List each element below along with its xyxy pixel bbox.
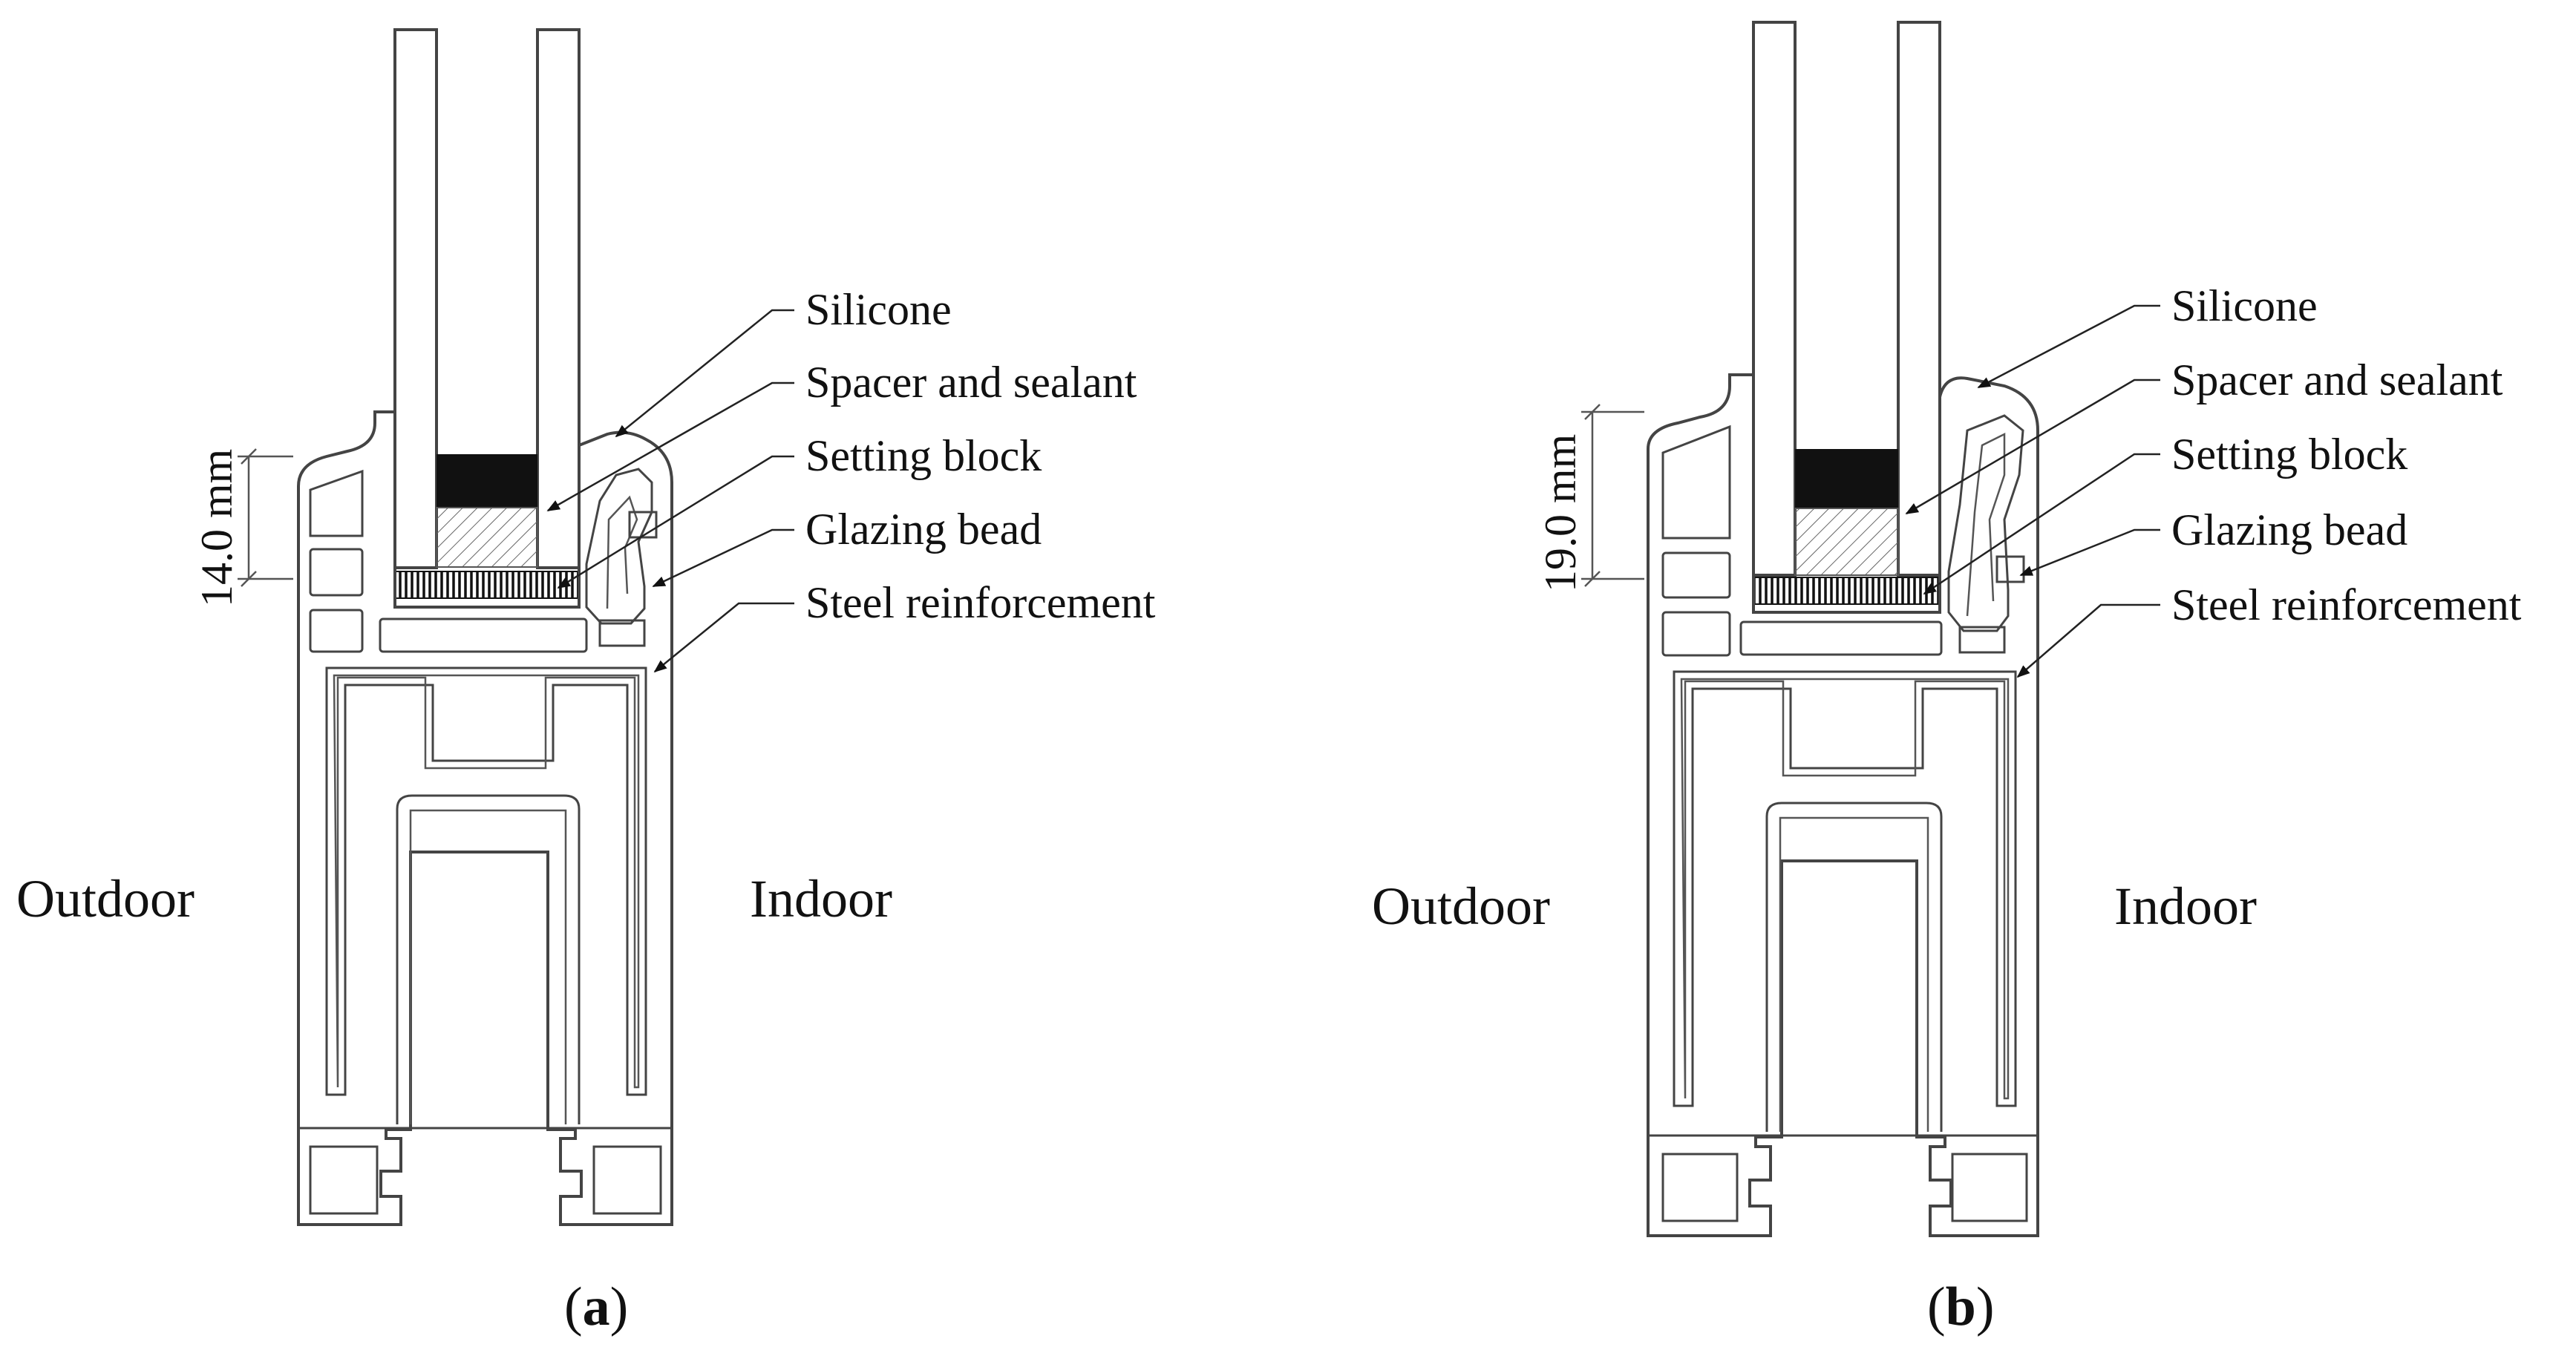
caption-b: (b) [1927,1277,1994,1337]
panel-b-leaders [1905,304,2160,678]
panel-b-drawing [1581,21,2039,1237]
chamber-long [1739,620,1943,656]
label-indoor: Indoor [2114,876,2257,936]
label-steel-reinforcement: Steel reinforcement [805,578,1156,627]
bottom-chamber-left [309,1145,379,1215]
spacer-block [1794,508,1899,576]
glazing-bead-inner [606,495,638,609]
label-spacer-and-sealant: Spacer and sealant [2171,355,2503,404]
chamber-long [379,617,588,653]
dimension-label: 14.0 mm [192,449,241,607]
bottom-chamber-left [1661,1153,1739,1222]
label-indoor: Indoor [750,869,892,928]
bead-clip [598,619,646,647]
setting-block [394,571,578,599]
frame-profile [1647,373,2039,1237]
chamber-top [309,469,364,537]
glazing-bead [1947,414,2024,632]
frame-profile [297,410,673,1226]
steel-reinforcement-inner [1680,678,2010,1100]
inner-channel-2 [409,809,567,1124]
label-glazing-bead: Glazing bead [2171,505,2407,554]
label-spacer-and-sealant: Spacer and sealant [805,358,1137,407]
chamber-2 [1661,551,1731,599]
label-outdoor: Outdoor [16,869,194,928]
sealant-block [437,454,537,508]
panel-a-labels: Silicone Spacer and sealant Setting bloc… [16,285,1156,1337]
label-glazing-bead: Glazing bead [805,505,1042,554]
dimension-label: 19.0 mm [1536,434,1585,592]
glazing-bead [585,468,653,625]
label-silicone: Silicone [805,285,952,334]
chamber-3 [1661,611,1731,657]
chamber-3 [309,609,364,653]
glass-pane-outer [393,28,438,569]
caption-a: (a) [564,1277,628,1337]
panel-a-drawing [238,28,673,1226]
panel-b: Silicone Spacer and sealant Setting bloc… [1372,21,2522,1337]
glazing-bead-inner [1966,432,2006,617]
bottom-chamber-right [592,1145,662,1215]
bead-rect [1995,555,2025,583]
panel-b-labels: Silicone Spacer and sealant Setting bloc… [1372,281,2522,1337]
setting-block [1753,577,1940,605]
label-outdoor: Outdoor [1372,876,1550,936]
label-steel-reinforcement: Steel reinforcement [2171,580,2522,629]
steel-reinforcement-inner [333,674,640,1089]
label-setting-block: Setting block [2171,430,2407,479]
panel-a-leaders [546,309,794,673]
bead-clip [1958,626,2006,654]
glass-pane-inner [536,28,581,569]
chamber-top [1661,425,1731,540]
bottom-chamber-right [1951,1153,2028,1222]
steel-reinforcement [325,666,647,1096]
label-silicone: Silicone [2171,281,2318,330]
spacer-block [436,507,538,568]
inner-channel [1765,802,1943,1132]
steel-reinforcement [1673,670,2017,1107]
label-setting-block: Setting block [805,431,1042,480]
panel-a: Silicone Spacer and sealant Setting bloc… [16,28,1156,1337]
sealant-block [1795,449,1898,508]
inner-channel-2 [1779,816,1929,1132]
chamber-2 [309,548,364,597]
glass-pane-inner [1897,21,1941,577]
bead-rect [628,511,658,539]
glass-pane-outer [1752,21,1797,577]
inner-channel [396,794,581,1124]
